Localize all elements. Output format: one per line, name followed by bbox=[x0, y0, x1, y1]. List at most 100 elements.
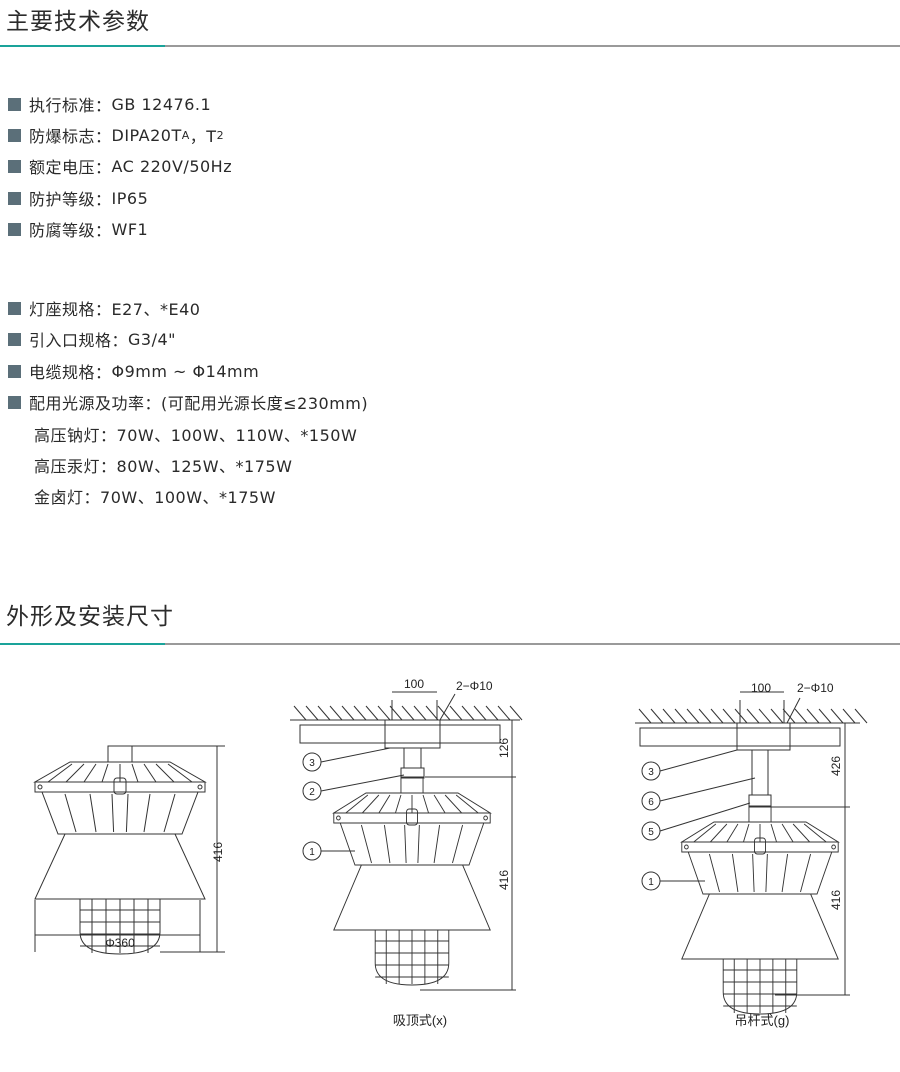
lamp-guard bbox=[722, 959, 798, 1015]
beam bbox=[299, 724, 501, 744]
dim-height: 416 bbox=[829, 890, 843, 910]
spec-value: Φ9mm ~ Φ14mm bbox=[111, 361, 260, 381]
rib bbox=[803, 823, 827, 843]
callout-number: 3 bbox=[309, 758, 315, 769]
lamp-reflector bbox=[333, 864, 491, 931]
hatch bbox=[782, 708, 796, 724]
bolt-icon bbox=[483, 815, 488, 821]
bullet-icon bbox=[8, 364, 21, 378]
hatch bbox=[830, 708, 844, 724]
rib bbox=[89, 793, 97, 833]
callout-number: 1 bbox=[648, 877, 654, 888]
hatch bbox=[497, 705, 511, 721]
rib bbox=[361, 794, 380, 814]
lamp-body bbox=[687, 851, 833, 895]
rib bbox=[143, 793, 151, 833]
spec-value: (可配用光源长度≤230mm) bbox=[161, 394, 369, 413]
nut bbox=[400, 767, 425, 779]
rib bbox=[404, 824, 407, 864]
nut bbox=[748, 794, 772, 808]
spec-value: WF1 bbox=[111, 219, 149, 239]
rib bbox=[64, 793, 77, 833]
spec-item: 执行标准：GB 12476.1 bbox=[8, 92, 211, 116]
leader-line bbox=[320, 774, 405, 792]
rib bbox=[452, 824, 464, 864]
hatch bbox=[353, 705, 367, 721]
dim-holes: 2−Φ10 bbox=[456, 679, 493, 693]
rib bbox=[143, 763, 157, 783]
rib bbox=[752, 853, 755, 893]
spec-value: AC 220V/50Hz bbox=[111, 156, 233, 176]
lamp-clamp bbox=[754, 837, 766, 855]
hatch bbox=[329, 705, 343, 721]
spec-item: 灯座规格：E27、*E40 bbox=[8, 296, 200, 320]
callout-number: 3 bbox=[648, 767, 654, 778]
bullet-icon bbox=[8, 332, 21, 346]
spec-label: 灯座规格： bbox=[29, 300, 112, 319]
hatch bbox=[413, 705, 427, 721]
hatch bbox=[317, 705, 331, 721]
leader-line bbox=[786, 697, 801, 724]
lamp-value: 70W、100W、110W、*150W bbox=[116, 426, 358, 445]
spec-label: 防腐等级： bbox=[29, 221, 112, 240]
lamp-neck bbox=[107, 745, 133, 763]
spec-value: GB 12476.1 bbox=[111, 94, 212, 114]
lamp-power-item: 金卤灯：70W、100W、*175W bbox=[34, 484, 276, 508]
rib bbox=[395, 794, 402, 814]
rib bbox=[693, 823, 717, 843]
rib bbox=[83, 763, 97, 783]
rib bbox=[47, 763, 73, 783]
hatch bbox=[686, 708, 700, 724]
rib bbox=[131, 763, 139, 783]
hatch bbox=[806, 708, 820, 724]
hatch bbox=[698, 708, 712, 724]
divider bbox=[0, 643, 900, 645]
callout-number: 2 bbox=[309, 787, 315, 798]
dim-stem: 126 bbox=[497, 738, 511, 758]
rib bbox=[383, 824, 391, 864]
bullet-icon bbox=[8, 159, 21, 173]
dim-holes: 2−Φ10 bbox=[797, 681, 834, 695]
lamp-clamp bbox=[406, 808, 418, 826]
hatch bbox=[674, 708, 688, 724]
spec-label: 引入口规格： bbox=[29, 331, 129, 350]
hatch bbox=[293, 705, 307, 721]
leader-line bbox=[659, 777, 756, 802]
beam bbox=[639, 727, 841, 747]
rib bbox=[444, 794, 463, 814]
rib bbox=[800, 853, 812, 893]
spec-item: 防腐等级：WF1 bbox=[8, 217, 148, 241]
lamp-body bbox=[339, 822, 485, 866]
leader-line bbox=[659, 749, 738, 772]
spec-label: 额定电压： bbox=[29, 158, 112, 177]
section-title-install: 外形及安装尺寸 bbox=[6, 604, 174, 630]
bullet-icon bbox=[8, 301, 21, 315]
lamp-label: 金卤灯： bbox=[34, 488, 101, 507]
hatch bbox=[401, 705, 415, 721]
caption-ceiling: 吸顶式(x) bbox=[393, 1013, 447, 1028]
lamp-label: 高压钠灯： bbox=[34, 426, 117, 445]
hatch bbox=[377, 705, 391, 721]
lamp-guard bbox=[374, 930, 450, 986]
leader-line bbox=[320, 747, 391, 763]
dim-spacing: 100 bbox=[751, 681, 771, 695]
lamp-body bbox=[41, 791, 199, 835]
hatch bbox=[770, 708, 784, 724]
lamp-neck bbox=[400, 776, 424, 794]
hatch bbox=[734, 708, 748, 724]
spec-label: 电缆规格： bbox=[29, 363, 112, 382]
rib bbox=[422, 794, 429, 814]
leader-line bbox=[439, 693, 456, 721]
hatch bbox=[461, 705, 475, 721]
spec-label: 防护等级： bbox=[29, 190, 112, 209]
rib bbox=[709, 823, 728, 843]
rib bbox=[781, 853, 789, 893]
rib bbox=[163, 793, 176, 833]
hatch bbox=[662, 708, 676, 724]
hatch bbox=[710, 708, 724, 724]
hatch bbox=[365, 705, 379, 721]
callout-number: 1 bbox=[309, 847, 315, 858]
dim-height: 416 bbox=[211, 842, 225, 862]
